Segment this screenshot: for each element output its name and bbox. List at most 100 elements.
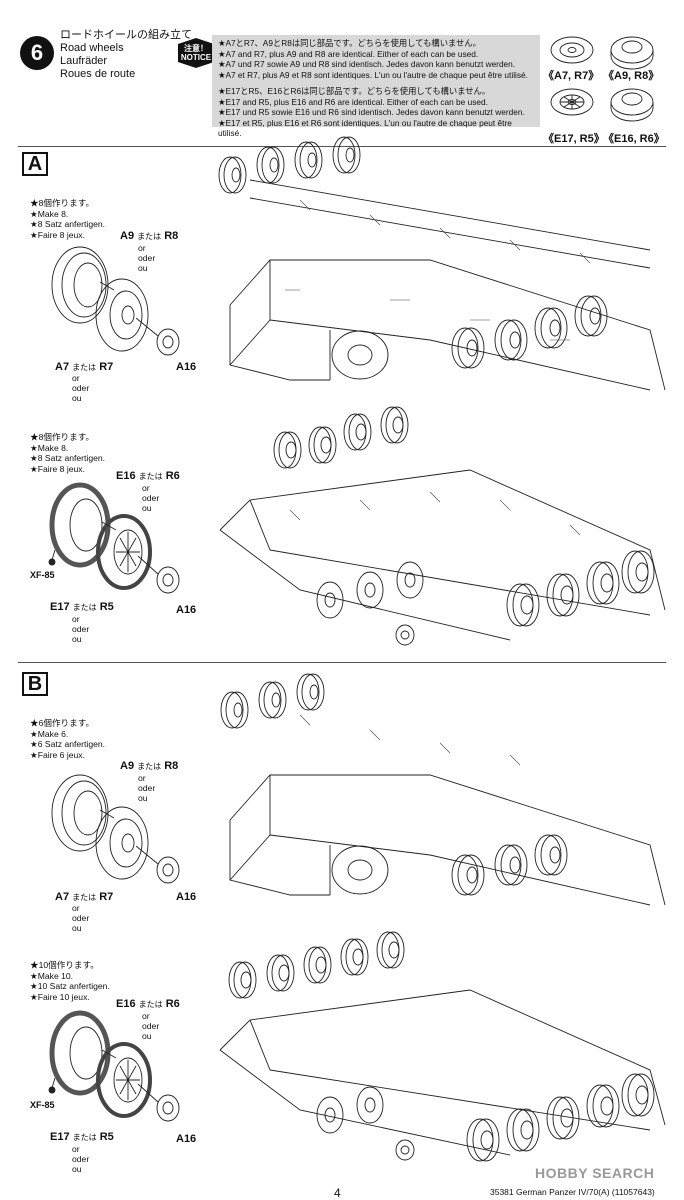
part-label-a9-r8: A9 または R8 (120, 230, 178, 242)
notice-line: ★A7 and R7, plus A9 and R8 are identical… (218, 48, 479, 59)
alt-connectors: or oder ou (142, 483, 159, 513)
notice-line: ★A7 und R7 sowie A9 und R8 sind identisc… (218, 59, 516, 69)
section-divider (18, 662, 666, 663)
notice-line: ★A7とR7、A9とR8は同じ部品です。どちらを使用しても構いません。 (218, 38, 481, 48)
part-label-e16-r6: E16 または R6 (116, 470, 180, 482)
step-title-fr: Roues de route (60, 68, 136, 80)
connector-or: or (138, 243, 146, 253)
connector-ou: ou (72, 393, 82, 403)
connector-ou: ou (142, 503, 152, 513)
notice-badge: 注意！ NOTICE (178, 38, 214, 68)
ref-label-e17-r5: 《E17, R5》 (543, 133, 605, 145)
connector-ou: ou (138, 263, 148, 273)
notice-line: ★E17 und R5 sowie E16 und R6 sind identi… (218, 107, 525, 117)
instruction-line: ★10 Satz anfertigen. (30, 981, 110, 991)
connector-oder: oder (138, 253, 156, 263)
part-label-e17-r5: E17 または R5 (50, 1131, 114, 1143)
watermark: HOBBY SEARCH (535, 1165, 655, 1181)
connector-mata-wa: または (72, 363, 97, 372)
connector-oder: oder (72, 913, 90, 923)
step-title-de: Laufräder (60, 55, 108, 67)
connector-or: or (72, 614, 80, 624)
product-footer: 35381 German Panzer IV/70(A) (11057643) (490, 1187, 655, 1197)
part-e17: E17 (50, 1131, 70, 1143)
notice-line: ★E17 and R5, plus E16 and R6 are identic… (218, 96, 488, 107)
part-r5: R5 (99, 601, 114, 613)
page-number: 4 (334, 1186, 341, 1200)
part-label-a7-r7: A7 または R7 (55, 361, 113, 373)
instructions-a1: ★8個作ります。 ★Make 8. ★8 Satz anfertigen. ★F… (30, 198, 105, 240)
instruction-line: ★Make 10. (30, 970, 74, 981)
section-label-a: A (22, 152, 48, 176)
part-label-a16: A16 (176, 604, 197, 616)
connector-mata-wa: または (138, 1000, 163, 1009)
connector-mata-wa: または (137, 232, 162, 241)
part-a9: A9 (120, 760, 135, 772)
part-label-a16: A16 (176, 1133, 197, 1145)
alt-connectors: or oder ou (72, 614, 89, 644)
instruction-line: ★Faire 8 jeux. (30, 229, 85, 240)
paint-label-xf85: XF-85 (30, 570, 55, 580)
hull-assembly-diagram-b2 (219, 931, 666, 1162)
connector-ou: ou (138, 793, 148, 803)
notice-line: ★A7 et R7, plus A9 et R8 sont identiques… (218, 69, 528, 80)
part-r6: R6 (165, 998, 180, 1010)
instruction-line: ★Make 6. (30, 728, 69, 739)
part-label-a16: A16 (176, 891, 197, 903)
connector-ou: ou (142, 1031, 152, 1041)
connector-or: or (142, 1011, 150, 1021)
instruction-line: ★8個作ります。 (30, 198, 95, 208)
section-label-b: B (22, 672, 48, 696)
part-r8: R8 (164, 230, 179, 242)
part-e16: E16 (116, 470, 136, 482)
ref-label-a9-r8: 《A9, R8》 (603, 70, 660, 82)
notice-box: ★A7とR7、A9とR8は同じ部品です。どちらを使用しても構いません。 ★A7 … (212, 35, 540, 138)
instruction-line: ★10個作ります。 (30, 960, 99, 970)
connector-mata-wa: または (72, 603, 97, 612)
ref-label-a7-r7: 《A7, R7》 (543, 70, 600, 82)
instruction-line: ★8 Satz anfertigen. (30, 453, 106, 463)
part-e17: E17 (50, 601, 70, 613)
connector-or: or (138, 773, 146, 783)
part-r7: R7 (99, 361, 114, 373)
alt-connectors: or oder ou (72, 903, 89, 933)
connector-or: or (72, 903, 80, 913)
connector-or: or (142, 483, 150, 493)
section-divider (18, 146, 666, 147)
ref-label-e16-r6: 《E16, R6》 (603, 133, 665, 145)
instruction-line: ★Faire 8 jeux. (30, 463, 85, 474)
wheel-assembly-diagram-b1 (51, 774, 180, 884)
wheel-assembly-diagram-b2 (48, 1010, 180, 1122)
connector-mata-wa: または (137, 762, 162, 771)
notice-line: ★E17とR5、E16とR6は同じ部品です。どちらを使用しても構いません。 (218, 86, 491, 96)
instructions-a2: ★8個作ります。 ★Make 8. ★8 Satz anfertigen. ★F… (30, 432, 105, 474)
alt-connectors: or oder ou (142, 1011, 159, 1041)
instruction-line: ★6個作ります。 (30, 718, 95, 728)
instruction-line: ★Make 8. (30, 442, 69, 453)
connector-oder: oder (72, 1154, 90, 1164)
hull-assembly-diagram-a1 (218, 136, 666, 391)
step-number: 6 (20, 36, 54, 70)
connector-mata-wa: または (138, 472, 163, 481)
part-r6: R6 (165, 470, 180, 482)
paint-label-xf85: XF-85 (30, 1100, 55, 1110)
part-label-a7-r7: A7 または R7 (55, 891, 113, 903)
instruction-line: ★Faire 10 jeux. (30, 991, 90, 1002)
connector-ou: ou (72, 923, 82, 933)
part-r5: R5 (99, 1131, 114, 1143)
part-r8: R8 (164, 760, 179, 772)
step-title-block: ロードホイールの組み立て Road wheels Laufräder Roues… (60, 29, 192, 81)
instructions-b1: ★6個作ります。 ★Make 6. ★6 Satz anfertigen. ★F… (30, 718, 105, 760)
connector-oder: oder (72, 624, 90, 634)
alt-connectors: or oder ou (72, 373, 89, 403)
instruction-line: ★Faire 6 jeux. (30, 749, 85, 760)
connector-oder: oder (142, 1021, 160, 1031)
instruction-line: ★6 Satz anfertigen. (30, 739, 106, 749)
instruction-line: ★Make 8. (30, 208, 69, 219)
reference-wheels-diagram (550, 36, 654, 122)
instruction-line: ★8個作ります。 (30, 432, 95, 442)
connector-oder: oder (138, 783, 156, 793)
hull-assembly-diagram-b1 (220, 673, 666, 906)
connector-ou: ou (72, 634, 82, 644)
notice-badge-en: NOTICE (180, 53, 212, 62)
